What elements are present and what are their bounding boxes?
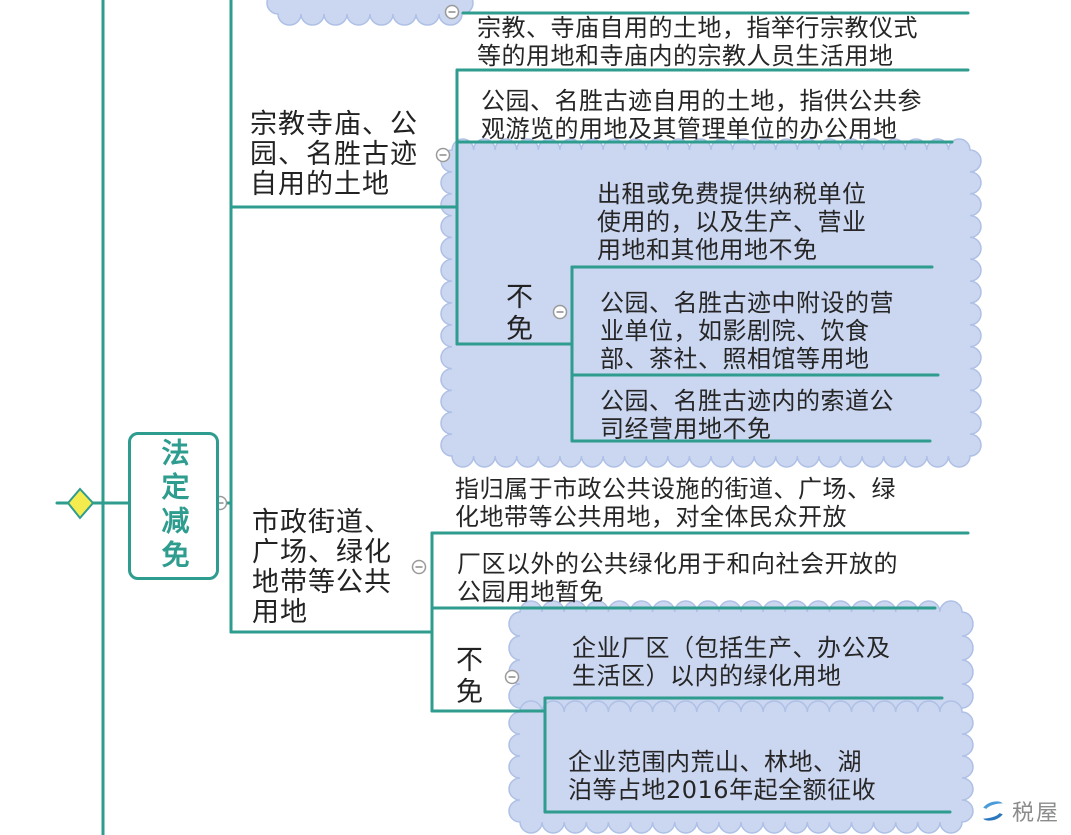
- diamond-marker: [66, 487, 95, 520]
- logo-swoosh-icon: [983, 801, 1003, 821]
- topic-root-statutory-relief[interactable]: 法定减免: [128, 432, 219, 580]
- topic-node[interactable]: 公园、名胜古迹中附设的营 业单位，如影剧院、饮食 部、茶社、照相馆等用地: [600, 289, 894, 373]
- root-topic-label: 法定减免: [157, 438, 191, 574]
- topic-not-exempt-2[interactable]: 不免: [451, 645, 482, 709]
- topic-religious-temples-parks[interactable]: 宗教寺庙、公 园、名胜古迹 自用的土地: [250, 109, 418, 200]
- topic-node[interactable]: 企业范围内荒山、林地、湖 泊等占地2016年起全额征收: [568, 748, 877, 804]
- topic-node[interactable]: 企业厂区（包括生产、办公及 生活区）以内的绿化用地: [572, 634, 891, 690]
- shuiwu-logo[interactable]: 税屋: [980, 795, 1060, 827]
- logo-text: 税屋: [1012, 801, 1061, 826]
- topic-node[interactable]: 宗教、寺庙自用的土地，指举行宗教仪式 等的用地和寺庙内的宗教人员生活用地: [477, 14, 918, 70]
- topic-node[interactable]: 指归属于市政公共设施的街道、广场、绿 化地带等公共用地，对全体民众开放: [455, 475, 896, 531]
- topic-not-exempt-1[interactable]: 不免: [501, 282, 532, 346]
- topic-node[interactable]: 厂区以外的公共绿化用于和向社会开放的 公园用地暂免: [457, 550, 898, 606]
- topic-node[interactable]: 公园、名胜古迹自用的土地，指供公共参 观游览的用地及其管理单位的办公用地: [481, 87, 922, 143]
- topic-municipal-streets[interactable]: 市政街道、 广场、绿化 地带等公共 用地: [252, 507, 392, 628]
- cloud-boundary: [508, 700, 974, 834]
- topic-node[interactable]: 出租或免费提供纳税单位 使用的，以及生产、营业 用地和其他用地不免: [597, 180, 867, 264]
- topic-node[interactable]: 公园、名胜古迹内的索道公 司经营用地不免: [600, 387, 894, 443]
- cloud-boundary: [266, 0, 474, 26]
